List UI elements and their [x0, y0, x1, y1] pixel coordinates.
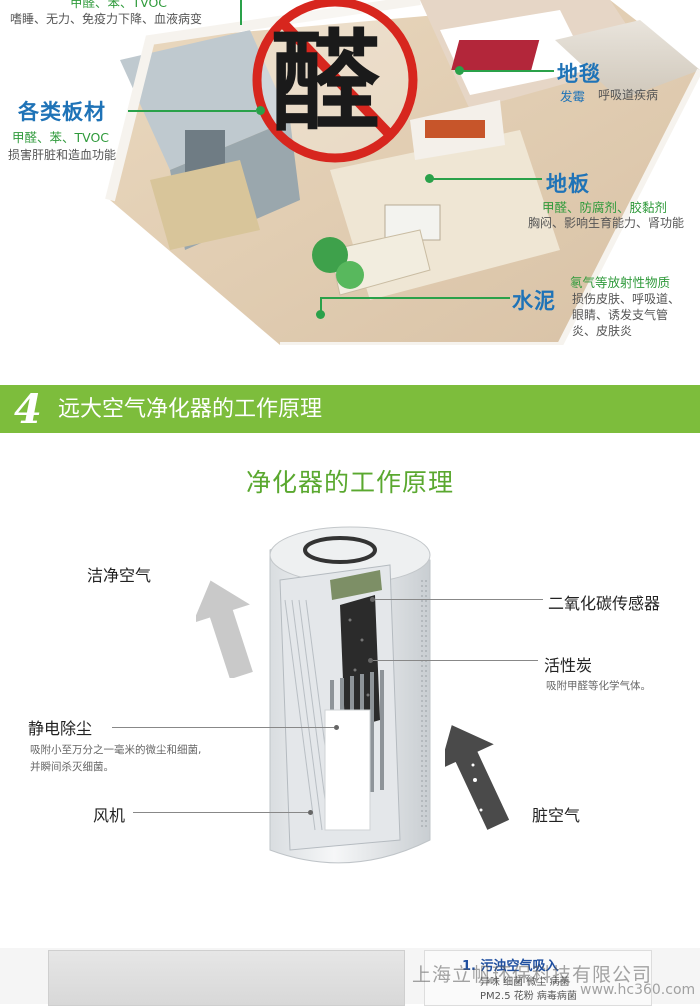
watermark-url: www.hc360.com [580, 982, 696, 998]
step-line1: 异味 细菌 微尘 病菌 [480, 977, 570, 988]
floor-line2: 胸闷、影响生育能力、肾功能 [528, 216, 685, 230]
purifier-cutaway-image [269, 526, 431, 864]
electrostatic-label: 静电除尘 [28, 719, 93, 738]
filter-photo [48, 950, 405, 1006]
clean-air-label: 洁净空气 [87, 566, 152, 585]
callout-line [432, 178, 542, 180]
house-floorplan-image [105, 0, 700, 345]
carpet-title: 地毯 [557, 62, 601, 86]
callout-line [462, 70, 554, 72]
house-illustration: 醛 甲醛、苯、TVOC 嗜睡、无力、免疫力下降、血液病变 各类板材 甲醛、苯、T… [0, 0, 700, 345]
floor-title: 地板 [546, 172, 590, 196]
floor-line1: 甲醛、防腐剂、胶黏剂 [542, 200, 668, 215]
boards-title: 各类板材 [18, 100, 106, 124]
top-left-line1: 甲醛、苯、TVOC [70, 0, 168, 10]
carbon-note: 吸附甲醛等化学气体。 [546, 680, 651, 692]
formaldehyde-char: 醛 [270, 18, 380, 147]
electrostatic-note2: 并瞬间杀灭细菌。 [30, 761, 114, 773]
callout-dot [425, 174, 434, 183]
callout-line [240, 0, 242, 25]
carpet-desc: 呼吸道疾病 [598, 88, 659, 102]
boards-line1: 甲醛、苯、TVOC [12, 130, 110, 145]
electrostatic-note1: 吸附小至万分之一毫米的微尘和细菌, [30, 744, 202, 756]
callout-dot [316, 310, 325, 319]
step-line2: PM2.5 花粉 病毒病菌 [480, 991, 577, 1002]
pointer-line [133, 812, 308, 813]
pointer-dot [368, 658, 373, 663]
fan-label: 风机 [93, 806, 126, 825]
section-number: 4 [14, 386, 42, 433]
callout-line [128, 110, 256, 112]
carbon-label: 活性炭 [544, 656, 593, 675]
clean-air-arrow [196, 580, 253, 678]
callout-dot [256, 106, 265, 115]
prohibition-stamp [252, 0, 418, 163]
watermark-company: 上海立帆环保科技有限公司 [412, 964, 653, 986]
boards-line2: 损害肝脏和造血功能 [8, 148, 117, 162]
pointer-dot [308, 810, 313, 815]
step-title: 1. 污浊空气吸入 [462, 959, 559, 974]
cement-line1: 氡气等放射性物质 [570, 275, 671, 290]
section-title: 远大空气净化器的工作原理 [58, 397, 323, 422]
diagram-title: 净化器的工作原理 [245, 468, 454, 497]
callout-line [320, 298, 322, 312]
pointer-dot [370, 597, 375, 602]
cement-title: 水泥 [512, 289, 556, 313]
callout-dot [455, 66, 464, 75]
cement-line2: 损伤皮肤、呼吸道、 [572, 292, 681, 306]
section-banner [0, 385, 700, 433]
carpet-tag: 发霉 [560, 89, 586, 104]
top-left-line2: 嗜睡、无力、免疫力下降、血液病变 [10, 12, 203, 26]
pointer-line [375, 599, 543, 600]
callout-line [320, 297, 510, 299]
pointer-line [373, 660, 538, 661]
pointer-line [112, 727, 334, 728]
cement-line4: 炎、皮肤炎 [572, 324, 633, 338]
pointer-dot [334, 725, 339, 730]
cement-line3: 眼睛、诱发支气管 [572, 308, 669, 322]
co2-sensor-label: 二氧化碳传感器 [548, 594, 661, 613]
dirty-air-label: 脏空气 [532, 806, 581, 825]
dirty-air-arrow [445, 725, 510, 830]
